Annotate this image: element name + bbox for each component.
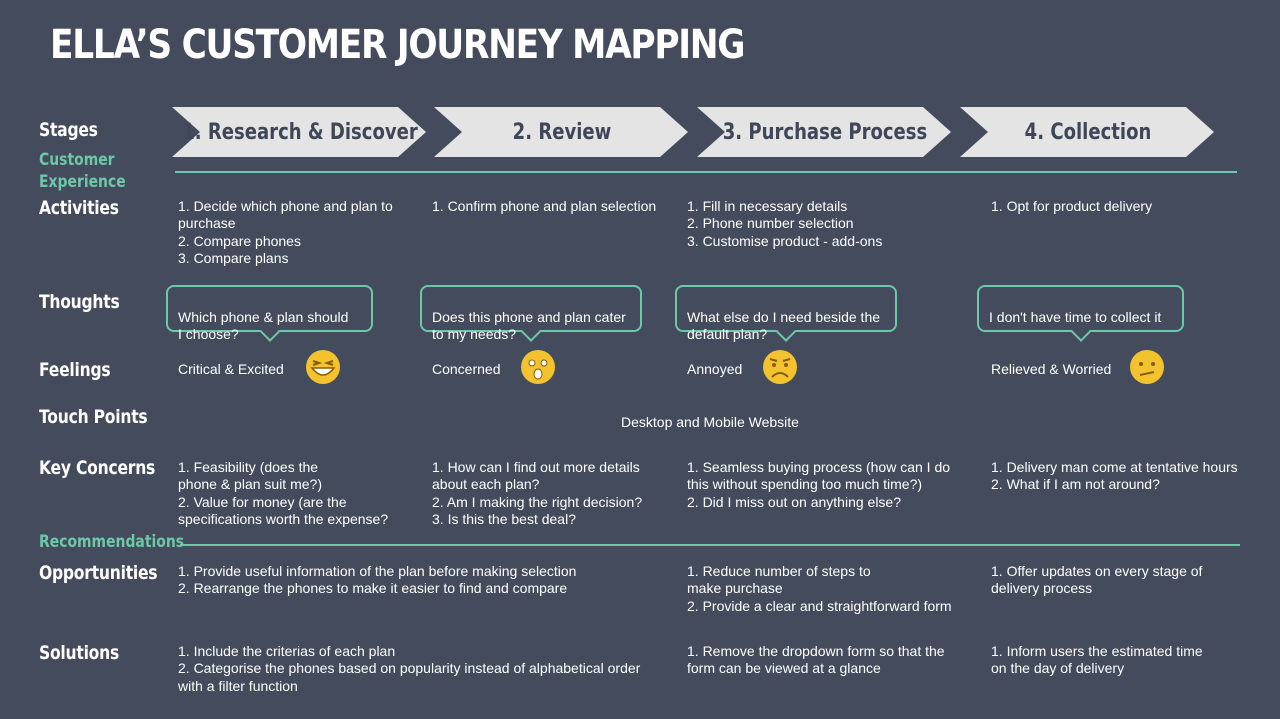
row-label-solutions: Solutions bbox=[39, 642, 120, 664]
thought-text: I don't have time to collect it bbox=[989, 309, 1162, 325]
thought-text: Does this phone and plan cater to my nee… bbox=[432, 309, 626, 342]
feeling-text-4: Relieved & Worried bbox=[991, 361, 1112, 377]
activities-cell-1: 1. Decide which phone and plan to purcha… bbox=[178, 198, 393, 266]
thought-text: What else do I need beside the default p… bbox=[687, 309, 881, 342]
uneasy-emoji-icon bbox=[1128, 348, 1166, 391]
stage-chevron-1: 1. Research & Discover bbox=[172, 107, 428, 157]
row-label-thoughts: Thoughts bbox=[39, 291, 120, 313]
solutions-cell-2: 1. Remove the dropdown form so that the … bbox=[687, 643, 945, 677]
bubble-tail bbox=[521, 322, 541, 342]
thought-text: Which phone & plan should I choose? bbox=[178, 309, 349, 342]
solutions-cell-1: 1. Include the criterias of each plan 2.… bbox=[178, 643, 641, 694]
row-label-opportunities: Opportunities bbox=[39, 562, 158, 584]
key-concerns-cell-3: 1. Seamless buying process (how can I do… bbox=[687, 459, 951, 510]
row-label-touch-points: Touch Points bbox=[39, 406, 148, 428]
row-label-activities: Activities bbox=[39, 197, 119, 219]
stage-label: 1. Research & Discover bbox=[182, 119, 418, 145]
opportunities-cell-2: 1. Reduce number of steps to make purcha… bbox=[687, 563, 952, 614]
feeling-text-2: Concerned bbox=[432, 361, 501, 377]
activities-cell-2: 1. Confirm phone and plan selection bbox=[432, 198, 657, 214]
bubble-tail bbox=[776, 322, 796, 342]
row-label-feelings: Feelings bbox=[39, 359, 111, 381]
laughing-emoji-icon bbox=[304, 348, 342, 391]
bubble-tail bbox=[1070, 322, 1091, 342]
frowning-emoji-icon bbox=[761, 348, 799, 391]
recommendations-divider bbox=[180, 544, 1240, 546]
thought-bubble-2: Does this phone and plan cater to my nee… bbox=[420, 285, 642, 342]
thought-bubble-1: Which phone & plan should I choose? bbox=[166, 285, 373, 342]
activities-cell-3: 1. Fill in necessary details 2. Phone nu… bbox=[687, 198, 883, 249]
stage-chevron-4: 4. Collection bbox=[960, 107, 1216, 157]
key-concerns-cell-2: 1. How can I find out more details about… bbox=[432, 459, 643, 527]
page-title: ELLA’S CUSTOMER JOURNEY MAPPING bbox=[50, 22, 746, 68]
feeling-text-3: Annoyed bbox=[687, 361, 743, 377]
customer-experience-divider bbox=[175, 171, 1237, 173]
activities-cell-4: 1. Opt for product delivery bbox=[991, 198, 1153, 214]
thought-bubble-4: I don't have time to collect it bbox=[977, 285, 1184, 342]
stage-label: 3. Purchase Process bbox=[722, 119, 928, 145]
key-concerns-cell-1: 1. Feasibility (does the phone & plan su… bbox=[178, 459, 389, 527]
stage-label: 4. Collection bbox=[1024, 119, 1152, 145]
touch-points-text: Desktop and Mobile Website bbox=[621, 414, 799, 430]
feeling-text-1: Critical & Excited bbox=[178, 361, 284, 377]
stage-chevron-3: 3. Purchase Process bbox=[697, 107, 953, 157]
surprised-emoji-icon bbox=[519, 348, 557, 391]
solutions-cell-3: 1. Inform users the estimated time on th… bbox=[991, 643, 1203, 677]
opportunities-cell-3: 1. Offer updates on every stage of deliv… bbox=[991, 563, 1203, 597]
opportunities-cell-1: 1. Provide useful information of the pla… bbox=[178, 563, 577, 597]
thought-bubble-3: What else do I need beside the default p… bbox=[675, 285, 897, 342]
bubble-tail bbox=[259, 322, 280, 342]
row-label-stages: Stages bbox=[39, 119, 98, 141]
key-concerns-cell-4: 1. Delivery man come at tentative hours … bbox=[991, 459, 1238, 493]
stage-chevron-2: 2. Review bbox=[434, 107, 690, 157]
stage-label: 2. Review bbox=[512, 119, 612, 145]
row-label-key-concerns: Key Concerns bbox=[39, 457, 156, 479]
section-label-customer-experience: Customer Experience bbox=[39, 150, 126, 192]
section-label-recommendations: Recommendations bbox=[39, 532, 185, 552]
